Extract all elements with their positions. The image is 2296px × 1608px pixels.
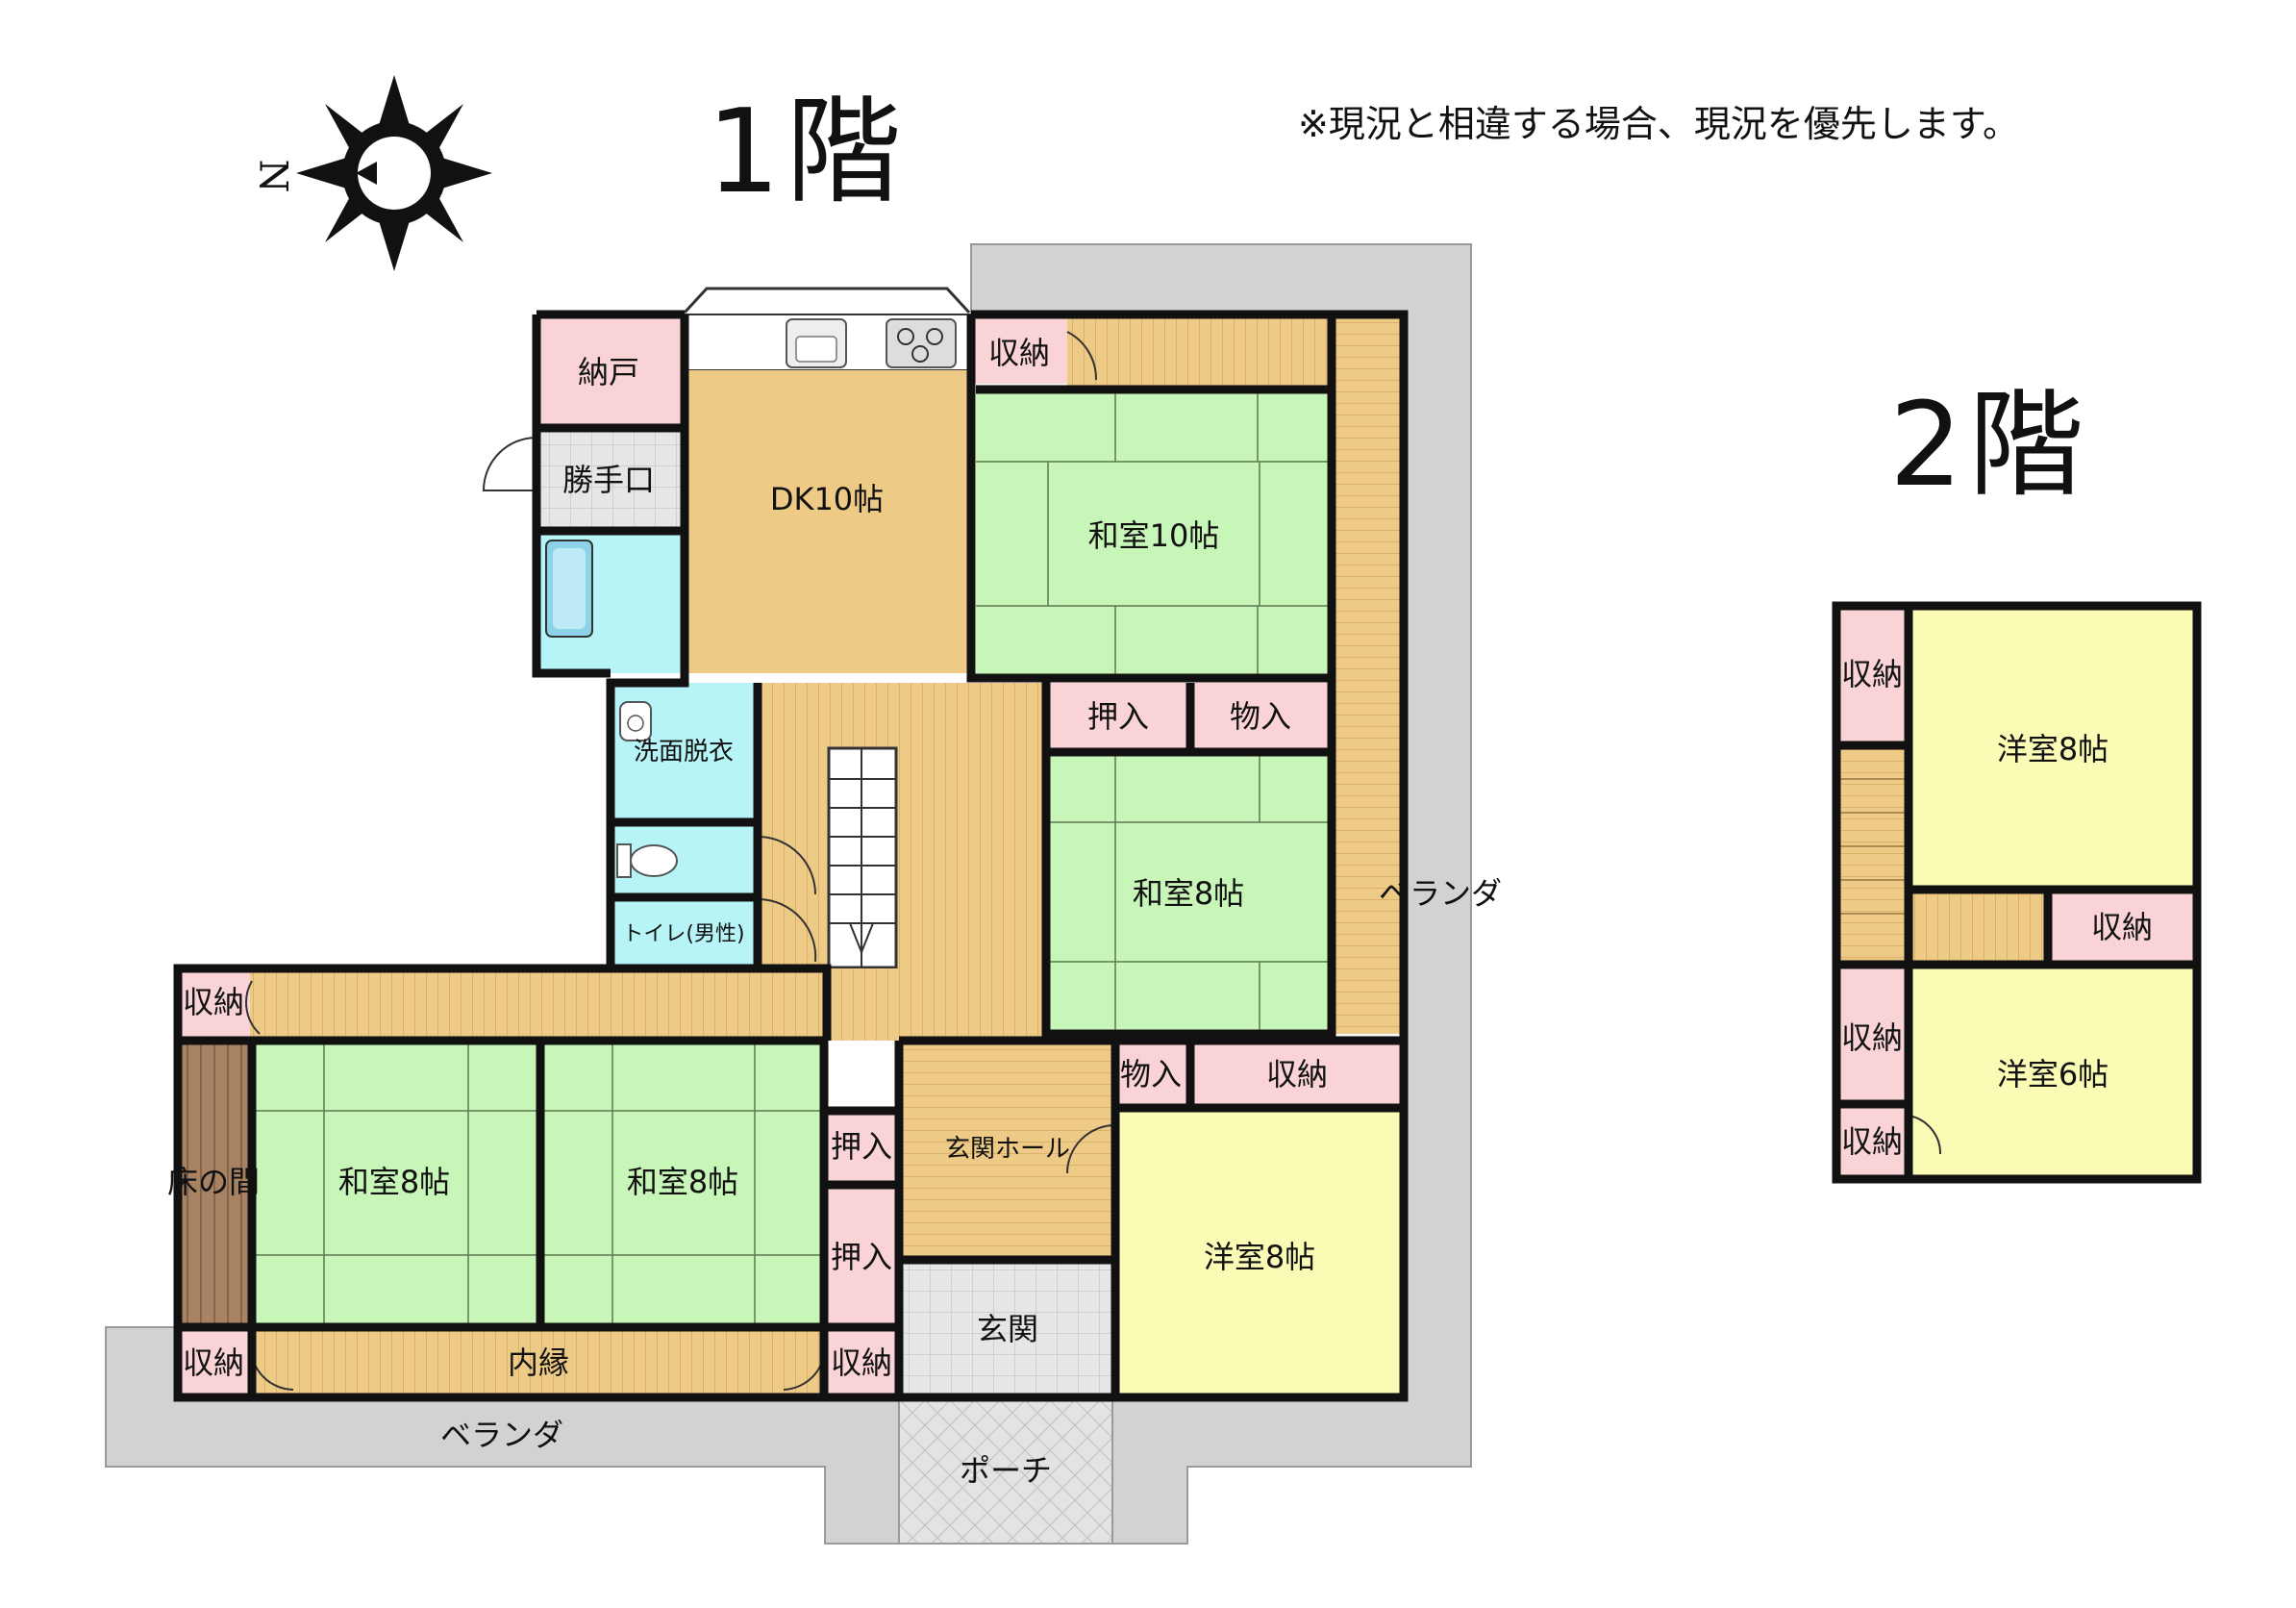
f2-stairs bbox=[1836, 745, 1909, 965]
toilet-icon bbox=[616, 843, 678, 878]
monoire-mid-room bbox=[1190, 683, 1332, 752]
f2-yoshitsu6-room bbox=[1909, 965, 2197, 1179]
bay-window bbox=[683, 287, 971, 314]
f2-label-storage-c: 収納 bbox=[1841, 1019, 1903, 1056]
floor1-title: 1階 bbox=[707, 86, 908, 219]
label-tokonoma: 床の間 bbox=[167, 1164, 260, 1200]
label-storage-center-bottom: 収納 bbox=[831, 1344, 892, 1381]
f2-storage-c-room bbox=[1836, 965, 1909, 1104]
f2-label-storage-a: 収納 bbox=[1841, 656, 1903, 692]
floor2-walls bbox=[1832, 601, 2202, 1184]
label-porch: ポーチ bbox=[960, 1452, 1052, 1489]
oshiire-mid-room bbox=[1046, 683, 1190, 752]
sink-icon bbox=[786, 318, 847, 368]
label-washitsu8-right: 和室8帖 bbox=[1133, 875, 1244, 912]
label-genkan-hall: 玄関ホール bbox=[945, 1135, 1070, 1164]
label-monoire-mid: 物入 bbox=[1230, 698, 1291, 735]
label-storage-right: 収納 bbox=[1266, 1056, 1328, 1093]
corridor-west bbox=[178, 968, 899, 1038]
veranda-corridor-east bbox=[1332, 317, 1404, 1034]
genkan-room bbox=[899, 1260, 1115, 1397]
label-dk: DK10帖 bbox=[770, 481, 884, 517]
storage-top-room bbox=[971, 314, 1067, 384]
washitsu8-center-room bbox=[540, 1041, 824, 1324]
f2-storage-a-room bbox=[1836, 606, 1909, 745]
label-uchien: 内縁 bbox=[508, 1344, 569, 1381]
disclaimer-note: ※現況と相違する場合、現況を優先します。 bbox=[1298, 103, 2020, 145]
porch-area bbox=[898, 1398, 1113, 1545]
washbasin-icon bbox=[619, 701, 652, 741]
toilet-male-room bbox=[611, 899, 758, 968]
nando-room bbox=[537, 314, 681, 428]
corridor-mid bbox=[827, 968, 1046, 1041]
washitsu8-left-room bbox=[252, 1041, 540, 1324]
washitsu10-room bbox=[976, 389, 1332, 678]
storage-right-room bbox=[1190, 1041, 1404, 1108]
label-oshiire-b: 押入 bbox=[831, 1239, 892, 1275]
washitsu8-right-room bbox=[1046, 752, 1332, 1033]
label-nando: 納戸 bbox=[578, 354, 639, 390]
floor1-plan bbox=[105, 243, 1472, 1545]
label-storage-left-bottom: 収納 bbox=[183, 1344, 244, 1381]
genkan-hall-room bbox=[899, 1041, 1115, 1260]
label-veranda-east: ベランダ bbox=[1379, 875, 1502, 912]
tatami-lines bbox=[252, 389, 1332, 1324]
dk-room bbox=[685, 370, 971, 673]
label-washitsu8-left: 和室8帖 bbox=[338, 1164, 450, 1200]
monoire-small-room bbox=[1115, 1041, 1187, 1108]
label-monoire-small: 物入 bbox=[1120, 1056, 1182, 1093]
katteguchi-room bbox=[537, 428, 681, 531]
label-yoshitsu8: 洋室8帖 bbox=[1204, 1239, 1315, 1275]
f2-label-yoshitsu8: 洋室8帖 bbox=[1997, 731, 2109, 767]
storage-left-top-room bbox=[178, 968, 250, 1038]
oshiire-b-room bbox=[825, 1185, 897, 1324]
label-washitsu10: 和室10帖 bbox=[1088, 517, 1220, 554]
label-storage-left-top: 収納 bbox=[183, 984, 244, 1020]
label-katteguchi: 勝手口 bbox=[562, 462, 655, 498]
stove-icon bbox=[886, 318, 957, 368]
central-hall bbox=[758, 683, 1046, 971]
tokonoma-room bbox=[178, 1041, 250, 1324]
storage-left-bottom-room bbox=[178, 1327, 250, 1397]
uchien-room bbox=[252, 1327, 824, 1397]
label-oshiire-mid: 押入 bbox=[1087, 698, 1149, 735]
f2-stair-treads bbox=[1836, 778, 1909, 915]
label-toilet-male: トイレ(男性) bbox=[622, 922, 744, 946]
f2-hall bbox=[1909, 890, 2048, 965]
corridor-top bbox=[1067, 317, 1332, 387]
label-washitsu8-center: 和室8帖 bbox=[627, 1164, 738, 1200]
bathtub-icon bbox=[545, 540, 593, 638]
label-genkan: 玄関 bbox=[977, 1311, 1038, 1347]
f2-label-storage-b: 収納 bbox=[2091, 909, 2153, 945]
f2-label-yoshitsu6: 洋室6帖 bbox=[1997, 1056, 2109, 1093]
f2-yoshitsu8-room bbox=[1909, 606, 2197, 890]
yoshitsu8-room bbox=[1115, 1111, 1404, 1397]
compass-rose-icon bbox=[296, 75, 492, 271]
f2-storage-d-room bbox=[1836, 1104, 1909, 1179]
floor1-walls bbox=[173, 310, 1409, 1402]
floor2-title: 2階 bbox=[1889, 379, 2090, 513]
stair-treads bbox=[829, 748, 896, 967]
f2-storage-b-room bbox=[2048, 890, 2197, 965]
label-oshiire-a: 押入 bbox=[831, 1128, 892, 1165]
oshiire-a-room bbox=[825, 1111, 897, 1183]
label-senmen: 洗面脱衣 bbox=[634, 738, 734, 766]
floor2-plan bbox=[1832, 601, 2202, 1184]
label-storage-top: 収納 bbox=[988, 335, 1050, 371]
f2-label-storage-d: 収納 bbox=[1841, 1123, 1903, 1160]
f2-door-swing bbox=[1908, 1115, 1942, 1155]
storage-center-bottom-room bbox=[825, 1327, 897, 1397]
label-veranda-south: ベランダ bbox=[440, 1417, 563, 1453]
